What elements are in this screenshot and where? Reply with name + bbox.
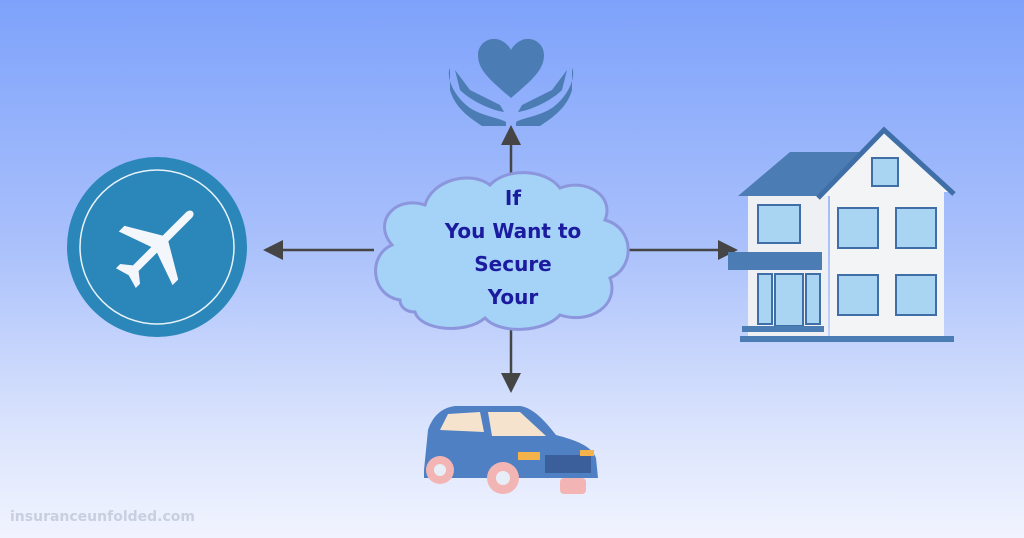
center-line-4: Your: [487, 285, 539, 309]
airplane-node: [67, 157, 247, 337]
airplane-icon: [115, 210, 194, 289]
center-text: If You Want to Secure Your: [413, 182, 613, 314]
center-line-3: Secure: [474, 252, 552, 276]
watermark: insuranceunfolded.com: [10, 509, 195, 525]
center-line-1: If: [504, 186, 522, 210]
center-cloud: [374, 171, 630, 331]
center-line-2: You Want to: [444, 219, 582, 243]
car-icon: [424, 406, 598, 494]
house-icon: [728, 126, 956, 342]
heart-hands-icon: [448, 38, 574, 126]
